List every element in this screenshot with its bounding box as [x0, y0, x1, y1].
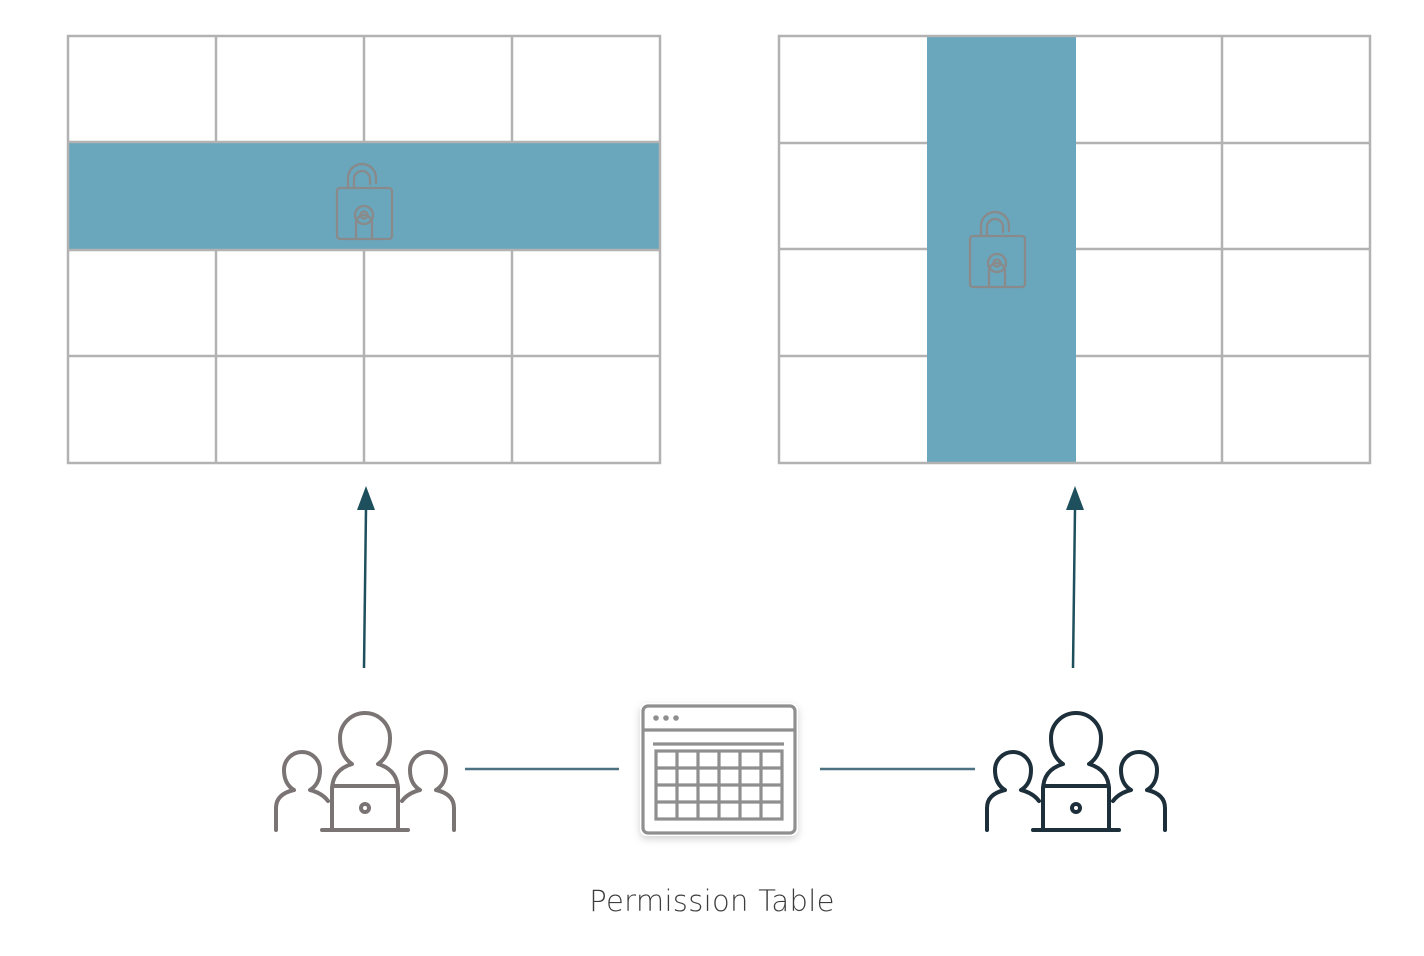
unlocked-padlock-icon: [335, 162, 394, 241]
left-access-arrow: [357, 486, 375, 669]
left-table-grid: [66, 34, 662, 465]
left-data-table: [66, 34, 662, 465]
right-data-table: [777, 34, 1372, 465]
permission-table-icon: [640, 703, 798, 836]
right-access-arrow: [1066, 486, 1084, 669]
row-highlight: [68, 142, 660, 250]
user-group-laptop-icon: [985, 711, 1167, 832]
right-table-grid: [777, 34, 1372, 465]
column-highlight: [927, 36, 1076, 463]
unlocked-padlock-icon: [968, 210, 1027, 289]
permission-table-caption: Permission Table: [589, 884, 835, 918]
user-group-laptop-icon: [274, 711, 456, 832]
